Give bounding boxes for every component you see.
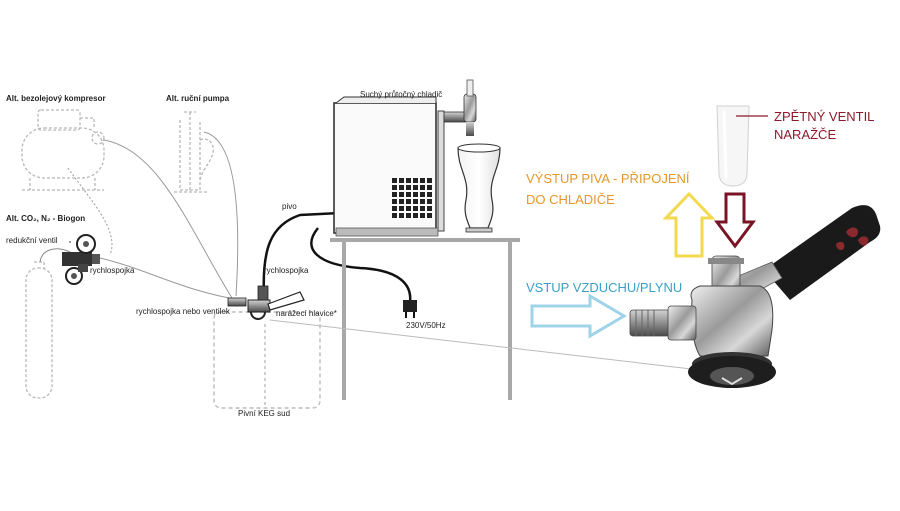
beer-out-label-line1: VÝSTUP PIVA - PŘIPOJENÍ <box>526 171 690 186</box>
gas-in-arrow <box>530 293 627 339</box>
vent-hole <box>392 199 397 204</box>
compressor-icon <box>21 109 105 191</box>
vent-hole <box>413 199 418 204</box>
hand-pump-icon <box>174 111 214 193</box>
quick-coupler-mid-label: rychlospojka <box>264 266 309 275</box>
vent-hole <box>399 185 404 190</box>
keg-coupler-icon <box>227 285 305 320</box>
vent-hole <box>413 185 418 190</box>
quick-coupler-or-valve-label: rychlospojka nebo ventilek <box>136 307 230 316</box>
gas-in-label: VSTUP VZDUCHU/PLYNU <box>526 280 683 295</box>
vent-hole <box>413 192 418 197</box>
pressure-regulator-icon <box>62 234 100 285</box>
vent-hole <box>406 206 411 211</box>
vent-hole <box>392 185 397 190</box>
vent-hole <box>420 206 425 211</box>
cooler-vents <box>392 178 432 218</box>
vent-hole <box>420 192 425 197</box>
vent-hole <box>399 206 404 211</box>
check-valve-icon <box>716 105 750 187</box>
vent-hole <box>406 192 411 197</box>
compressor-label: Alt. bezolejový kompresor <box>6 94 106 103</box>
power-plug-icon <box>403 300 417 318</box>
vent-hole <box>427 178 432 183</box>
vent-hole <box>420 185 425 190</box>
vent-hole <box>392 213 397 218</box>
beer-out-arrow <box>662 191 716 258</box>
keg-label: Pivní KEG sud <box>238 409 291 418</box>
vent-hole <box>406 178 411 183</box>
check-valve-arrow <box>714 192 756 249</box>
quick-coupler-left-label: rychlospojka <box>90 266 135 275</box>
vent-hole <box>413 206 418 211</box>
beer-tap-icon <box>443 79 477 136</box>
vent-hole <box>406 199 411 204</box>
vent-hole <box>420 178 425 183</box>
keg-icon <box>213 311 321 409</box>
vent-hole <box>399 192 404 197</box>
vent-hole <box>420 213 425 218</box>
vent-hole <box>399 178 404 183</box>
vent-hole <box>406 213 411 218</box>
vent-hole <box>420 199 425 204</box>
vent-hole <box>399 199 404 204</box>
cooler-label: Suchý průtočný chladič <box>360 90 443 99</box>
beer-out-label-line2: DO CHLADIČE <box>526 192 615 207</box>
co2-label: Alt. CO₂, N₂ - Biogon <box>6 214 86 223</box>
beer-line-label: pivo <box>282 202 297 211</box>
vent-hole <box>392 192 397 197</box>
vent-hole <box>427 192 432 197</box>
hand-pump-label: Alt. ruční pumpa <box>166 94 230 103</box>
vent-hole <box>413 178 418 183</box>
vent-hole <box>392 206 397 211</box>
vent-hole <box>406 185 411 190</box>
vent-hole <box>399 213 404 218</box>
cooler-icon <box>333 96 445 237</box>
check-valve-label-line1: ZPĚTNÝ VENTIL <box>774 109 875 124</box>
keg-coupler-photo <box>629 205 881 388</box>
vent-hole <box>392 178 397 183</box>
check-valve-label-line2: NARAŽČE <box>774 127 837 142</box>
power-label: 230V/50Hz <box>406 321 446 330</box>
vent-hole <box>427 199 432 204</box>
vent-hole <box>427 213 432 218</box>
vent-hole <box>413 213 418 218</box>
vent-hole <box>427 185 432 190</box>
reducer-label: redukční ventil <box>6 236 58 245</box>
vent-hole <box>427 206 432 211</box>
beer-glass-icon <box>457 143 501 233</box>
keg-coupler-label: narážecí hlavice* <box>276 309 337 318</box>
gas-cylinder-icon <box>25 261 53 399</box>
